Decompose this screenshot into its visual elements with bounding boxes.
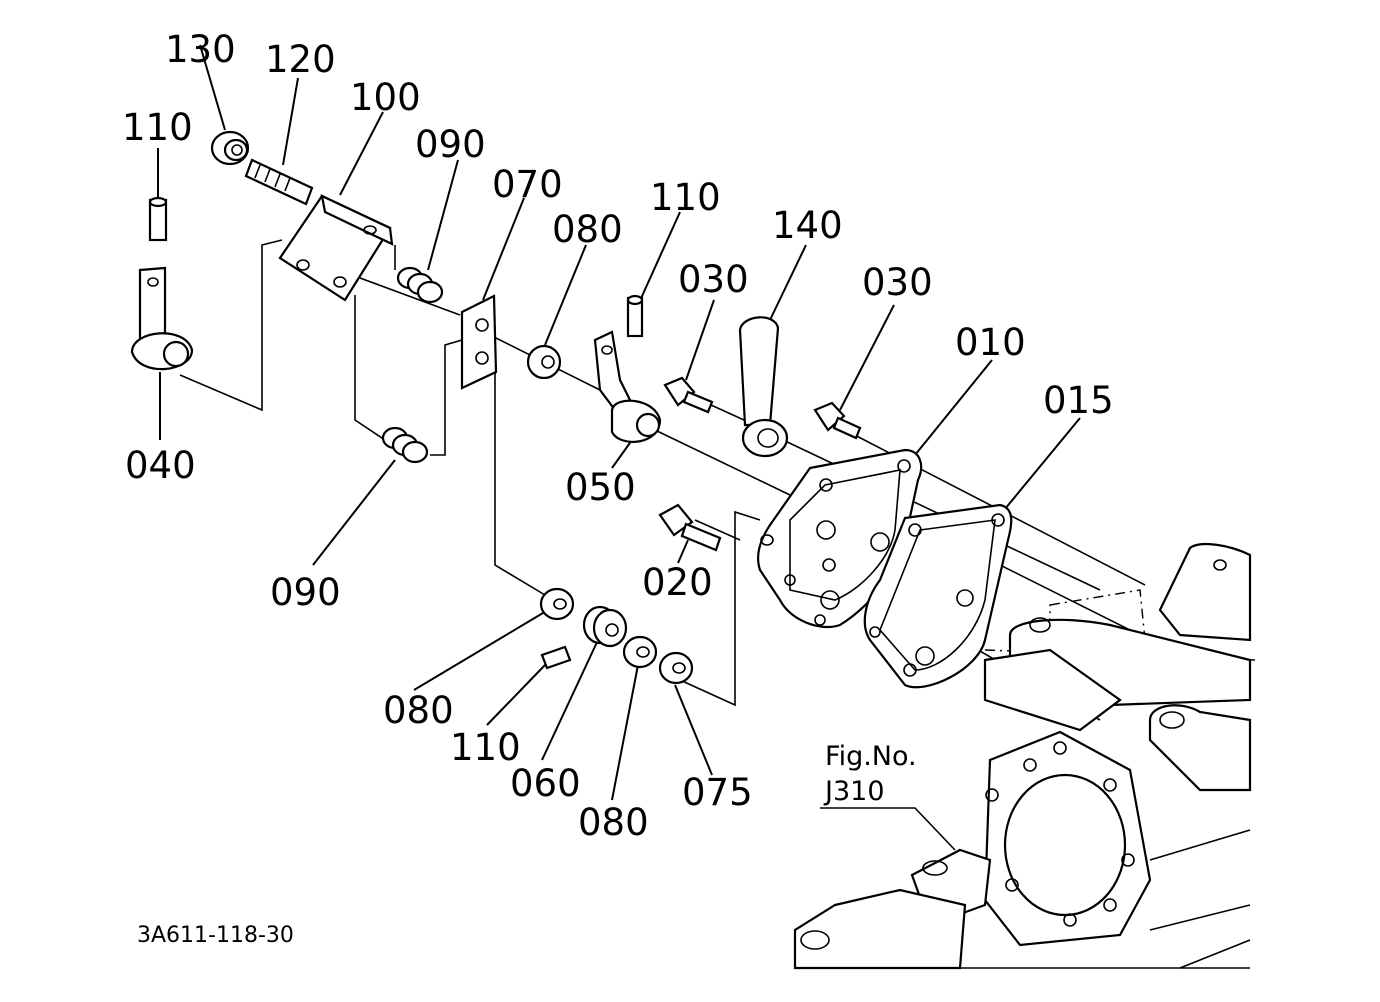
label-080-left: 080 (383, 689, 454, 732)
fig-no-label: Fig.No. (825, 741, 917, 772)
label-090-upper: 090 (415, 123, 486, 166)
label-030-right: 030 (862, 261, 933, 304)
part-050-lever (593, 330, 662, 443)
part-060-collar (582, 605, 628, 648)
label-120: 120 (265, 38, 336, 81)
label-100: 100 (350, 76, 421, 119)
label-050: 050 (565, 466, 636, 509)
drawing-code: 3A611-118-30 (137, 923, 294, 948)
label-075: 075 (682, 771, 753, 814)
label-080-bottom: 080 (578, 801, 649, 844)
label-080-upper: 080 (552, 208, 623, 251)
label-060: 060 (510, 762, 581, 805)
part-120-stud (244, 158, 314, 206)
part-075-washer (658, 651, 694, 685)
label-015: 015 (1043, 379, 1114, 422)
part-080-washer-a (526, 344, 562, 380)
label-130: 130 (165, 28, 236, 71)
label-090-lower: 090 (270, 571, 341, 614)
part-090-spring-b (381, 426, 429, 464)
label-010: 010 (955, 321, 1026, 364)
part-110-pin-c (540, 645, 572, 670)
figure-reference: Fig.No. J310 (823, 741, 917, 807)
housing-assembly (793, 542, 1256, 970)
part-080-washer-b (539, 587, 575, 621)
part-040-lever (130, 266, 194, 371)
part-100-bracket (278, 194, 394, 302)
part-140-strap (738, 316, 789, 458)
label-110-top-left: 110 (122, 106, 193, 149)
part-080-washer-c (622, 635, 658, 669)
part-070-plate (460, 294, 498, 390)
label-110-middle: 110 (650, 176, 721, 219)
part-090-spring-a (396, 266, 444, 304)
label-020: 020 (642, 561, 713, 604)
label-070: 070 (492, 163, 563, 206)
label-030-left: 030 (678, 258, 749, 301)
part-130-nut (210, 130, 250, 166)
label-140: 140 (772, 204, 843, 247)
leader-lines (157, 44, 1251, 851)
label-040: 040 (125, 444, 196, 487)
label-110-bottom: 110 (450, 726, 521, 769)
part-030-bolt-b (813, 401, 862, 440)
part-020-bolt (658, 503, 722, 552)
part-110-pin-b (626, 294, 644, 338)
part-015-gasket (863, 503, 1013, 689)
fig-number: J310 (823, 776, 885, 807)
part-labels: 130 120 100 110 090 070 080 110 140 030 … (122, 28, 1114, 844)
part-030-bolt-a (663, 376, 714, 414)
part-110-pin-a (148, 196, 168, 242)
